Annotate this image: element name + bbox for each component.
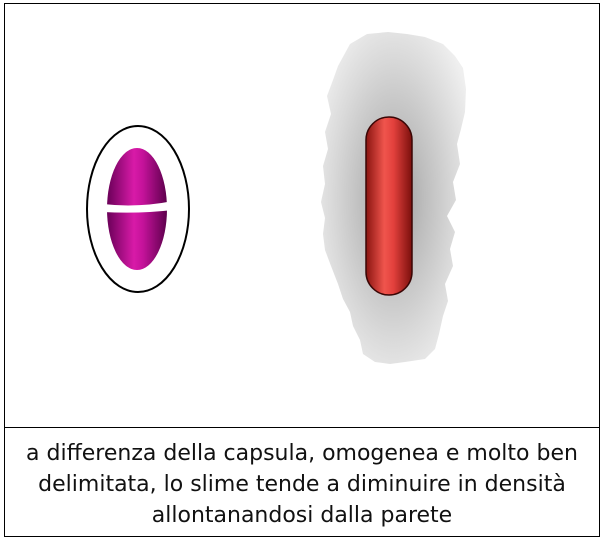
caption-text: a differenza della capsula, omogenea e m…: [5, 430, 599, 536]
capsule-diagram: [87, 126, 189, 292]
slime-diagram: [321, 32, 466, 364]
illustration-canvas: [5, 4, 598, 427]
slime-cell-body: [366, 117, 412, 295]
caption-divider: [5, 427, 599, 428]
illustration-area: [5, 4, 599, 427]
figure-frame: a differenza della capsula, omogenea e m…: [4, 3, 600, 537]
